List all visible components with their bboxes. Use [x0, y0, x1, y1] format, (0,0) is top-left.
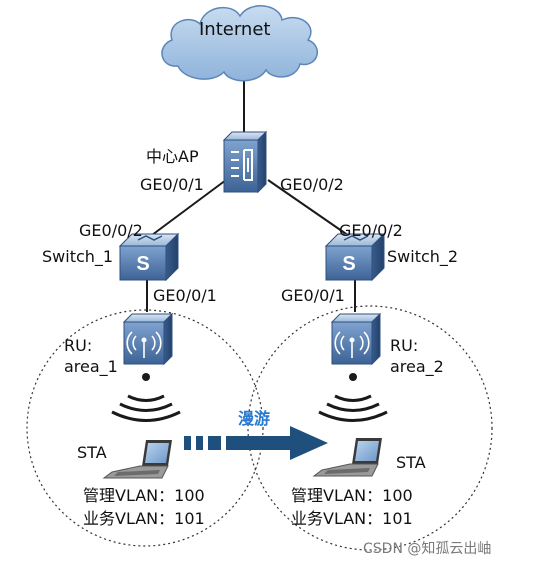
- sta-2-service-vlan: 业务VLAN：101: [291, 509, 413, 528]
- center-ap-port-right: GE0/0/2: [280, 175, 344, 194]
- wifi-signal-2-icon: [318, 373, 388, 422]
- roaming-arrow-icon: [184, 426, 328, 460]
- roaming-label: 漫游: [238, 409, 271, 428]
- switch-1-downlink-port: GE0/0/1: [153, 286, 217, 305]
- ru-2-area: area_2: [390, 357, 444, 376]
- center-ap-name: 中心AP: [146, 147, 199, 166]
- ru-2-ap-icon: [330, 312, 382, 366]
- switch-1-uplink-port: GE0/0/2: [79, 221, 143, 240]
- wifi-signal-1-icon: [111, 373, 181, 422]
- center-ap-port-left: GE0/0/1: [140, 175, 204, 194]
- link-ap-switch1: [147, 179, 227, 239]
- switch-2-name: Switch_2: [387, 247, 459, 266]
- ru-1-area: area_1: [64, 357, 118, 376]
- switch-1-name: Switch_1: [42, 247, 114, 266]
- ru-1-ap-icon: [122, 312, 174, 366]
- sta-1-label: STA: [77, 443, 107, 462]
- internet-label: Internet: [199, 19, 271, 40]
- ru-2-label: RU:: [390, 336, 419, 355]
- watermark: CSDN @知孤云出岫: [363, 541, 492, 557]
- sta-2-label: STA: [396, 453, 426, 472]
- switch-1-icon: S: [118, 232, 180, 282]
- switch-2-icon: S: [324, 232, 386, 282]
- svg-text:S: S: [136, 253, 149, 275]
- sta-1-mgmt-vlan: 管理VLAN：100: [83, 486, 205, 505]
- laptop-2-icon: [312, 438, 382, 477]
- sta-1-service-vlan: 业务VLAN：101: [83, 509, 205, 528]
- sta-2-mgmt-vlan: 管理VLAN：100: [291, 486, 413, 505]
- coverage-area-1: [26, 309, 264, 547]
- switch-2-uplink-port: GE0/0/2: [339, 221, 403, 240]
- switch-2-downlink-port: GE0/0/1: [281, 286, 345, 305]
- laptop-1-icon: [102, 440, 172, 479]
- svg-text:S: S: [342, 253, 355, 275]
- ru-1-label: RU:: [64, 336, 93, 355]
- center-ap-icon: [222, 130, 268, 194]
- links: [146, 65, 356, 312]
- coverage-area-2: [247, 305, 493, 551]
- link-ap-switch2: [267, 179, 353, 239]
- internet-cloud-icon: [161, 5, 318, 82]
